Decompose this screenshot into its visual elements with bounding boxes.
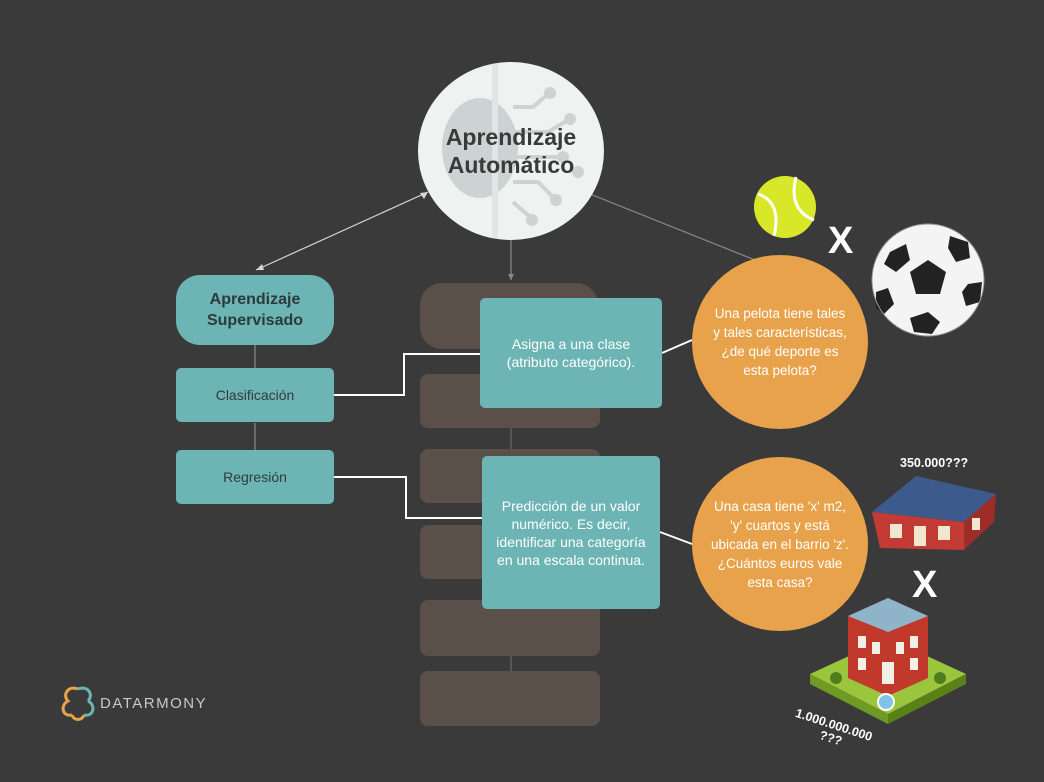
center-title-line1: Aprendizaje <box>445 124 577 150</box>
classification-node: Clasificación <box>176 368 334 422</box>
soccer-ball-icon <box>871 223 985 337</box>
center-title-line2: Automático <box>447 152 575 178</box>
x-mark-2: X <box>912 564 938 606</box>
ghost-box-5 <box>420 600 600 656</box>
small-house-price: 350.000??? <box>900 456 969 470</box>
regression-label: Regresión <box>223 469 287 485</box>
mansion-icon <box>810 598 966 724</box>
regression-node: Regresión <box>176 450 334 504</box>
supervised-line1: Aprendizaje <box>209 291 301 308</box>
classification-example: Una pelota tiene tales y tales caracterí… <box>692 255 868 429</box>
datarmony-logo-icon <box>61 686 95 721</box>
connector-regdesc-example <box>659 531 693 545</box>
supervised-learning-node: Aprendizaje Supervisado <box>176 275 334 345</box>
house-icon <box>872 476 996 550</box>
classification-description: Asigna a una clase (atributo categórico)… <box>480 298 662 408</box>
regression-example-text: Una casa tiene 'x' m2, 'y' cuartos y est… <box>711 498 849 590</box>
center-node: Aprendizaje Automático <box>418 62 604 240</box>
ghost-box-6 <box>420 671 600 726</box>
x-mark-1: X <box>828 220 854 262</box>
classification-example-text: Una pelota tiene tales y tales caracterí… <box>713 306 847 378</box>
regression-example: Una casa tiene 'x' m2, 'y' cuartos y est… <box>692 457 868 631</box>
regression-description: Predicción de un valor numérico. Es deci… <box>482 456 660 609</box>
connector-regression-desc <box>334 476 482 519</box>
classification-label: Clasificación <box>215 387 295 403</box>
logo-text: DATARMONY <box>100 695 208 712</box>
supervised-line2: Supervisado <box>206 312 304 329</box>
connector-supervised-center <box>255 191 429 271</box>
connector-classification-desc <box>334 353 480 396</box>
classification-description-text: Asigna a una clase (atributo categórico)… <box>506 336 636 370</box>
brain-circuit-icon <box>442 62 584 240</box>
regression-description-text: Predicción de un valor numérico. Es deci… <box>496 497 646 568</box>
connector-classdesc-example <box>661 339 693 354</box>
tennis-ball-icon <box>754 176 816 238</box>
